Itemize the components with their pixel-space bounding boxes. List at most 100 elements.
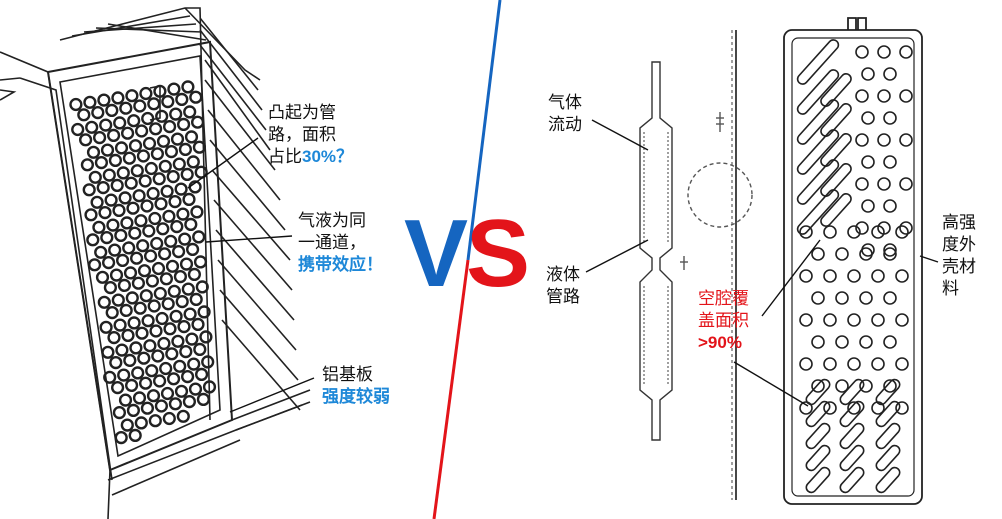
bump-ring: [87, 258, 102, 272]
bump-ring: [140, 401, 155, 415]
channel-slot: [875, 378, 901, 406]
bump-ring: [187, 267, 202, 282]
bump-ring: [147, 299, 161, 313]
bump-ring: [136, 149, 151, 163]
bump-ring: [86, 233, 100, 247]
label-cavity-ratio: >90%: [698, 333, 742, 352]
channel-dot: [799, 225, 813, 239]
bump-ring: [127, 114, 141, 128]
bump-ring: [126, 201, 140, 215]
channel-dot: [871, 225, 885, 239]
bump-ring: [149, 122, 163, 136]
bump-ring: [96, 181, 110, 195]
label-gas-liquid-line1: 气液为同: [298, 211, 366, 231]
label-bump-pipe-line1: 凸起为管: [268, 103, 336, 123]
bump-ring: [192, 230, 206, 244]
bump-ring: [103, 281, 118, 295]
bump-ring: [116, 166, 130, 180]
channel-dot: [811, 335, 825, 349]
label-high-strength-line1: 高强: [942, 213, 976, 233]
bump-ring: [123, 353, 137, 368]
label-bump-ratio-prefix: 占比: [268, 147, 302, 167]
channel-slot: [839, 466, 865, 494]
label-high-strength-line2: 度外: [942, 235, 976, 255]
bump-ring: [184, 130, 199, 144]
bump-ring: [167, 372, 181, 386]
bump-ring: [163, 119, 177, 134]
bump-ring: [155, 109, 169, 123]
bump-ring: [131, 366, 145, 380]
label-al-substrate: 铝基板 强度较弱: [322, 364, 390, 408]
bump-ring: [160, 184, 174, 198]
bump-ring: [154, 197, 168, 211]
label-al-weak: 强度较弱: [322, 387, 390, 406]
label-cavity-cover: 空腔覆 盖面积 >90%: [698, 288, 749, 354]
bump-ring: [94, 245, 108, 259]
bump-ring: [162, 209, 176, 223]
bump-ring: [101, 256, 116, 270]
bump-ring: [109, 356, 123, 370]
bump-ring: [153, 84, 167, 98]
bump-ring: [177, 117, 191, 132]
bump-ring: [122, 151, 136, 165]
channel-dot: [847, 401, 861, 415]
channel-slot: [839, 378, 865, 406]
channel-dot: [811, 291, 825, 305]
label-bump-ratio-line: 占比30%？: [268, 146, 353, 168]
channel-dot: [871, 313, 885, 327]
bump-ring: [152, 172, 166, 186]
bump-ring: [153, 286, 167, 301]
bump-ring: [192, 140, 207, 154]
channel-dot: [877, 177, 891, 191]
bump-ring: [193, 342, 207, 357]
bump-ring: [142, 136, 157, 151]
bump-ring: [199, 330, 213, 344]
bump-ring: [109, 268, 124, 282]
bump-ring: [197, 305, 211, 319]
bump-ring: [195, 367, 209, 382]
bump-ring: [190, 205, 204, 219]
bump-ring: [135, 326, 149, 340]
bump-ring: [129, 341, 143, 355]
channel-dot: [799, 269, 813, 283]
channel-dot: [895, 269, 909, 283]
label-high-strength: 高强 度外 壳材 料: [942, 212, 976, 300]
bump-ring: [189, 90, 203, 104]
channel-dot: [855, 177, 869, 191]
bump-ring: [145, 364, 159, 378]
bump-ring: [98, 206, 112, 220]
label-al-substrate-line1: 铝基板: [322, 365, 373, 385]
channel-dot: [847, 357, 861, 371]
channel-dot: [883, 379, 897, 393]
bump-ring: [147, 97, 161, 111]
bump-ring: [153, 374, 167, 388]
bump-ring: [106, 128, 121, 143]
bump-ring: [80, 158, 95, 172]
bump-ring: [99, 118, 113, 132]
bump-ring: [128, 428, 142, 443]
bump-ring: [175, 92, 189, 107]
bump-ring: [178, 232, 192, 246]
label-carry-effect: 携带效应！: [298, 255, 383, 274]
bump-ring: [122, 241, 136, 255]
bump-ring: [195, 280, 209, 294]
channel-dot: [883, 111, 897, 125]
bump-ring: [148, 211, 162, 226]
bump-ring: [168, 397, 183, 411]
bump-ring: [107, 331, 121, 345]
right-plate-outline: [783, 17, 923, 505]
bump-ring: [158, 159, 172, 173]
bump-ring: [101, 345, 115, 359]
bump-ring: [174, 384, 189, 398]
label-cavity-cover-line1: 空腔覆: [698, 289, 749, 309]
bump-ring: [167, 82, 181, 96]
bump-ring: [115, 253, 130, 268]
channel-slot: [796, 129, 840, 175]
channel-slot: [796, 39, 840, 85]
bump-ring: [132, 189, 146, 203]
bump-ring: [182, 395, 197, 409]
bump-ring: [156, 222, 170, 236]
bump-ring: [91, 105, 105, 120]
bump-ring: [180, 167, 194, 182]
